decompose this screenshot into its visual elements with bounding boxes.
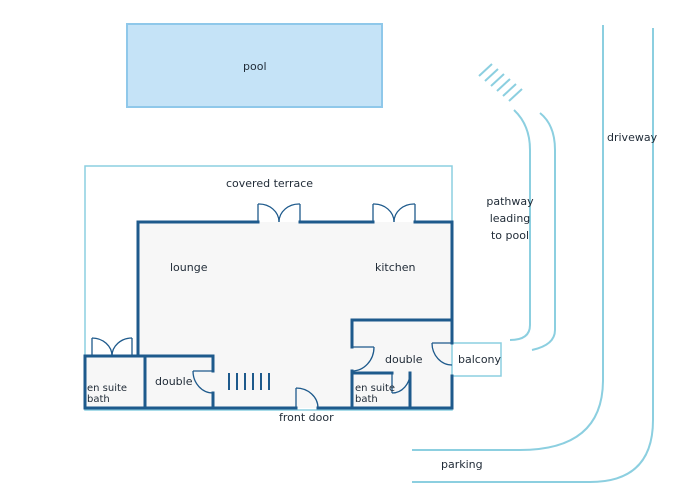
pathway-label: pathway leading to pool	[486, 195, 534, 242]
kitchen-label: kitchen	[375, 261, 416, 274]
front-door-label: front door	[279, 411, 334, 424]
house-floor	[85, 222, 452, 408]
driveway-outer-edge	[412, 28, 654, 483]
balcony-outline	[451, 342, 502, 377]
lounge-label: lounge	[170, 261, 208, 274]
parking-label: parking	[441, 458, 483, 471]
walls	[83, 220, 454, 410]
en-suite-right-label: en suite bath	[355, 383, 396, 405]
pathway-steps	[478, 63, 523, 102]
pathway-edge-left	[509, 109, 531, 341]
ensuite-right-door[interactable]	[391, 372, 411, 394]
double-right-door[interactable]	[351, 346, 375, 372]
balcony-label: balcony	[458, 353, 502, 366]
staircase	[228, 373, 270, 390]
pathway-edge-right	[531, 112, 556, 351]
terrace-double-door-left[interactable]	[257, 203, 301, 223]
double-left-door[interactable]	[192, 370, 214, 394]
terrace-double-door-right[interactable]	[372, 203, 416, 223]
driveway-inner-edge	[412, 25, 604, 451]
driveway-label: driveway	[607, 131, 658, 144]
en-suite-left-label: en suite bath	[87, 383, 128, 405]
pool	[126, 23, 383, 108]
double-left-label: double	[155, 375, 193, 388]
balcony-door[interactable]	[431, 342, 453, 366]
double-right-label: double	[385, 353, 423, 366]
front-door[interactable]	[295, 387, 319, 409]
covered-terrace-label: covered terrace	[226, 177, 314, 190]
ensuite-left-double-door[interactable]	[91, 337, 133, 357]
pool-label: pool	[243, 60, 267, 73]
